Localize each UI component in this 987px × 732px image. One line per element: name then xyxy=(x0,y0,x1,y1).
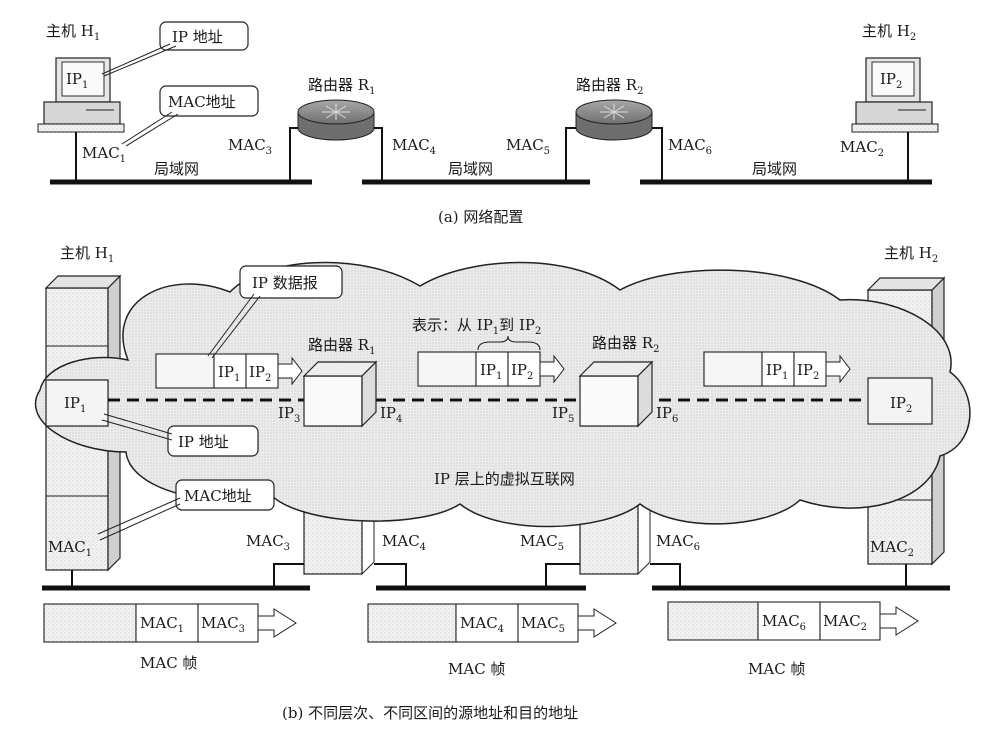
router-r1-cube xyxy=(302,360,378,428)
note-brace xyxy=(477,335,541,351)
caption-b: (b) 不同层次、不同区间的源地址和目的地址 xyxy=(282,704,578,722)
mac-frame-2 xyxy=(367,603,617,643)
note-from-ip1-to-ip2: 表示：从 IP1到 IP2 xyxy=(412,316,541,337)
host-h2-screen-ip: IP2 xyxy=(880,70,902,91)
mac2-label-b: MAC2 xyxy=(870,538,914,559)
frame-3-label: MAC 帧 xyxy=(748,660,805,678)
datagram-3-src: IP1 xyxy=(766,361,788,382)
router-r2-label: 路由器 R2 xyxy=(576,76,643,97)
mac4-label-b: MAC4 xyxy=(382,532,426,553)
mac1-label-b: MAC1 xyxy=(48,538,92,559)
host-h2-ip2: IP2 xyxy=(890,394,912,415)
mac6-label: MAC6 xyxy=(668,136,712,157)
mac-address-callout-text: MAC地址 xyxy=(168,93,236,111)
router-ip6-label: IP6 xyxy=(656,404,678,425)
ip-address-callout-b-text: IP 地址 xyxy=(178,433,229,451)
host-h1-screen-ip: IP1 xyxy=(66,70,88,91)
frame-1-src-mac: MAC1 xyxy=(140,614,184,635)
lan-label-1: 局域网 xyxy=(154,160,199,178)
frame-3-src-mac: MAC6 xyxy=(762,612,806,633)
virtual-internet-label: IP 层上的虚拟互联网 xyxy=(434,470,575,488)
mac-address-callout xyxy=(121,85,259,147)
part-b-address-layers: IP1 IP2 路由器 R1 路由器 R2 IP3 IP4 IP5 IP6 I xyxy=(34,244,971,722)
mac-frame-1 xyxy=(43,603,297,643)
ip-address-callout-b xyxy=(101,413,259,457)
host-h1-computer-icon xyxy=(37,57,125,133)
lan-label-3: 局域网 xyxy=(752,160,797,178)
host-h1-ip1: IP1 xyxy=(64,394,86,415)
caption-a: (a) 网络配置 xyxy=(438,208,523,226)
router-ip3-label: IP3 xyxy=(278,404,300,425)
ip-address-callout-text: IP 地址 xyxy=(172,28,223,46)
frame-2-src-mac: MAC4 xyxy=(460,614,504,635)
frame-2-dst-mac: MAC5 xyxy=(521,614,565,635)
host-h2-label: 主机 H2 xyxy=(862,22,916,43)
lan-label-2: 局域网 xyxy=(448,160,493,178)
host-h1-label-b: 主机 H1 xyxy=(60,244,114,265)
ip-datagram-2 xyxy=(417,351,565,387)
mac5-label: MAC5 xyxy=(506,136,550,157)
router-r2-label-b: 路由器 R2 xyxy=(592,334,659,355)
ip-address-callout xyxy=(101,21,249,77)
host-h2-computer-icon xyxy=(851,57,939,133)
ip-datagram-3 xyxy=(703,351,851,387)
host-h2-label-b: 主机 H2 xyxy=(884,244,938,265)
datagram-3-dst: IP2 xyxy=(797,361,819,382)
ip-datagram-callout-text: IP 数据报 xyxy=(252,274,318,292)
mac3-label: MAC3 xyxy=(228,136,272,157)
router-r1-icon xyxy=(297,99,375,141)
router-ip4-label: IP4 xyxy=(380,404,402,425)
virtual-internet-cloud xyxy=(34,261,971,528)
lan-wiring xyxy=(50,127,932,185)
datagram-2-src: IP1 xyxy=(480,361,502,382)
host-h1-ip-layer xyxy=(45,379,109,427)
router-r2-cube xyxy=(578,360,654,428)
frame-1-dst-mac: MAC3 xyxy=(201,614,245,635)
router-r1-label-b: 路由器 R1 xyxy=(308,336,375,357)
host-h2-ip-layer xyxy=(867,377,933,425)
router-ip5-label: IP5 xyxy=(552,404,574,425)
mac3-label-b: MAC3 xyxy=(246,532,290,553)
ip-datagram-callout xyxy=(207,265,343,359)
mac-address-callout-b-text: MAC地址 xyxy=(184,487,252,505)
frame-3-dst-mac: MAC2 xyxy=(823,612,867,633)
mac2-label: MAC2 xyxy=(840,138,884,159)
datagram-2-dst: IP2 xyxy=(511,361,533,382)
router-r2-icon xyxy=(575,99,653,141)
datagram-1-src: IP1 xyxy=(218,363,240,384)
part-a-network-config: IP1 IP2 主机 H1 主机 H2 IP 地址 MAC地址 xyxy=(37,21,939,226)
mac6-label-b: MAC6 xyxy=(656,532,700,553)
router-r1-label: 路由器 R1 xyxy=(308,76,375,97)
mac5-label-b: MAC5 xyxy=(520,532,564,553)
mac4-label: MAC4 xyxy=(392,136,436,157)
host-h1-label: 主机 H1 xyxy=(46,22,100,43)
ip-datagram-1 xyxy=(155,353,303,389)
frame-2-label: MAC 帧 xyxy=(448,660,505,678)
frame-1-label: MAC 帧 xyxy=(140,654,197,672)
datagram-1-dst: IP2 xyxy=(249,363,271,384)
mac-frame-3 xyxy=(667,601,919,641)
mac1-label: MAC1 xyxy=(82,144,126,165)
mac-address-callout-b xyxy=(97,479,275,541)
lan-wiring-b xyxy=(42,563,950,591)
